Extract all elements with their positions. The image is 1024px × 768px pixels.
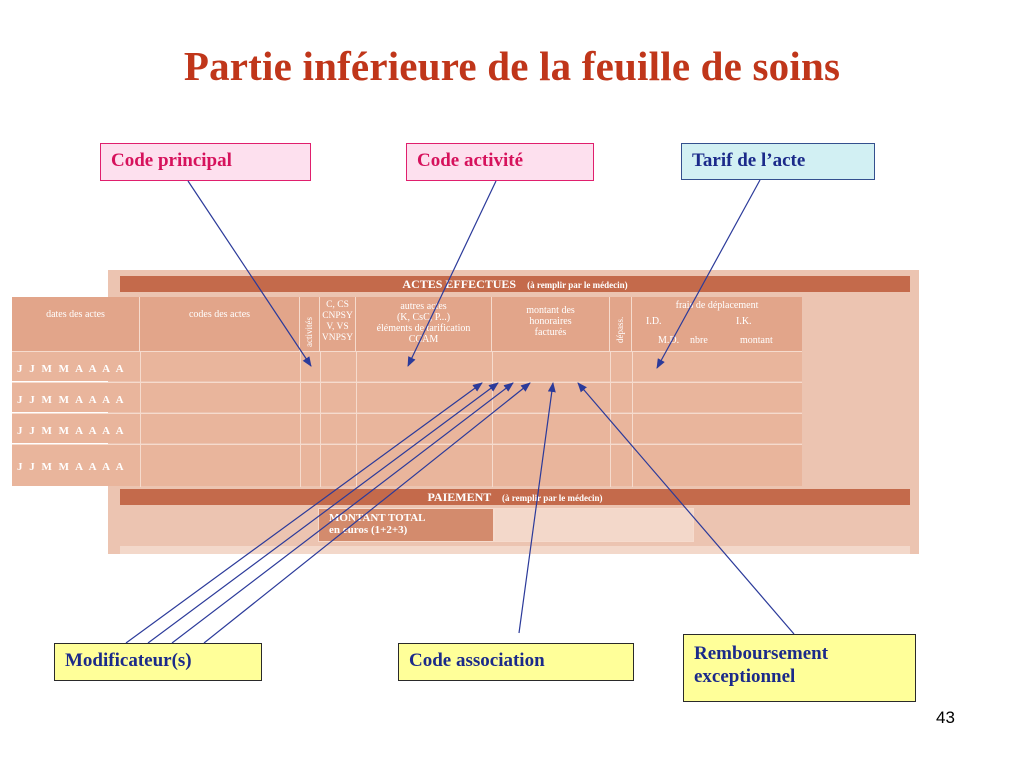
callout-remboursement-exceptionnel: Remboursement exceptionnel [683,634,916,702]
header-ik-montant: montant [740,335,773,346]
date-mask: J J M M A A A A [17,461,126,473]
header-activites-label: activités [304,317,314,347]
date-mask: J J M M A A A A [17,394,126,406]
table-row: J J M M A A A A [12,382,802,413]
header-depass-label: dépass. [615,316,625,343]
montant-total-l1: MONTANT TOTAL [329,512,426,524]
header-cs-l4: VNPSY [321,333,354,343]
callout-modificateurs: Modificateur(s) [54,643,262,681]
actes-note: (à remplir par le médecin) [527,280,628,290]
actes-title: ACTES EFFECTUES [402,277,517,291]
header-montant: montant des honoraires facturés [492,297,610,351]
header-frais-label: frais de déplacement [675,300,759,311]
header-autres-l3: éléments de tarification [376,323,471,334]
header-dates-label: dates des actes [46,309,105,320]
remboursement-line2: exceptionnel [694,665,796,687]
header-cs-l2: CNPSY [322,311,353,321]
date-mask: J J M M A A A A [17,363,126,375]
page-number: 43 [936,708,955,727]
header-dates: dates des actes [12,297,140,351]
paiement-title: PAIEMENT [427,490,492,504]
header-autres-actes: autres actes (K, CsC, P...) éléments de … [356,297,492,351]
header-montant-l3: facturés [534,327,567,338]
montant-total-box: MONTANT TOTAL en euros (1+2+3) [318,508,494,542]
header-id: I.D. [646,316,662,327]
header-codes: codes des actes [140,297,300,351]
date-mask: J J M M A A A A [17,425,126,437]
header-autres-l4: CCAM [408,334,439,345]
paiement-note: (à remplir par le médecin) [502,493,603,503]
header-nbre: nbre [690,335,708,346]
header-cs-l3: V, VS [326,322,349,332]
header-c-cs: C, CS CNPSY V, VS VNPSY [320,297,356,351]
callout-code-activite: Code activité [406,143,594,181]
remboursement-line1: Remboursement [694,643,829,664]
callout-tarif-acte: Tarif de l’acte [681,143,875,180]
form-bottom-strip [120,546,910,554]
header-cs-l1: C, CS [326,300,349,310]
header-activites: activités [300,297,320,351]
header-autres-l2: (K, CsC, P...) [396,312,451,323]
callout-code-association: Code association [398,643,634,681]
table-row: J J M M A A A A [12,351,802,382]
header-montant-l1: montant des [526,305,575,316]
montant-total-l2: en euros (1+2+3) [329,524,408,536]
montant-total-field [494,508,694,542]
callout-code-principal: Code principal [100,143,311,181]
header-frais: frais de déplacement I.D. I.K. M.D. nbre… [632,297,802,351]
header-montant-l2: honoraires [529,316,572,327]
page-title: Partie inférieure de la feuille de soins [183,43,841,89]
header-md: M.D. [658,335,680,346]
header-ik: I.K. [736,316,752,327]
header-depass: dépass. [610,297,632,351]
header-codes-label: codes des actes [188,309,251,320]
form-header-row: dates des actes codes des actes activité… [12,297,802,351]
actes-effectues-band: ACTES EFFECTUES (à remplir par le médeci… [120,276,910,292]
table-row: J J M M A A A A [12,444,802,487]
header-autres-l1: autres actes [400,301,447,312]
table-row: J J M M A A A A [12,413,802,444]
paiement-band: PAIEMENT (à remplir par le médecin) [120,489,910,505]
